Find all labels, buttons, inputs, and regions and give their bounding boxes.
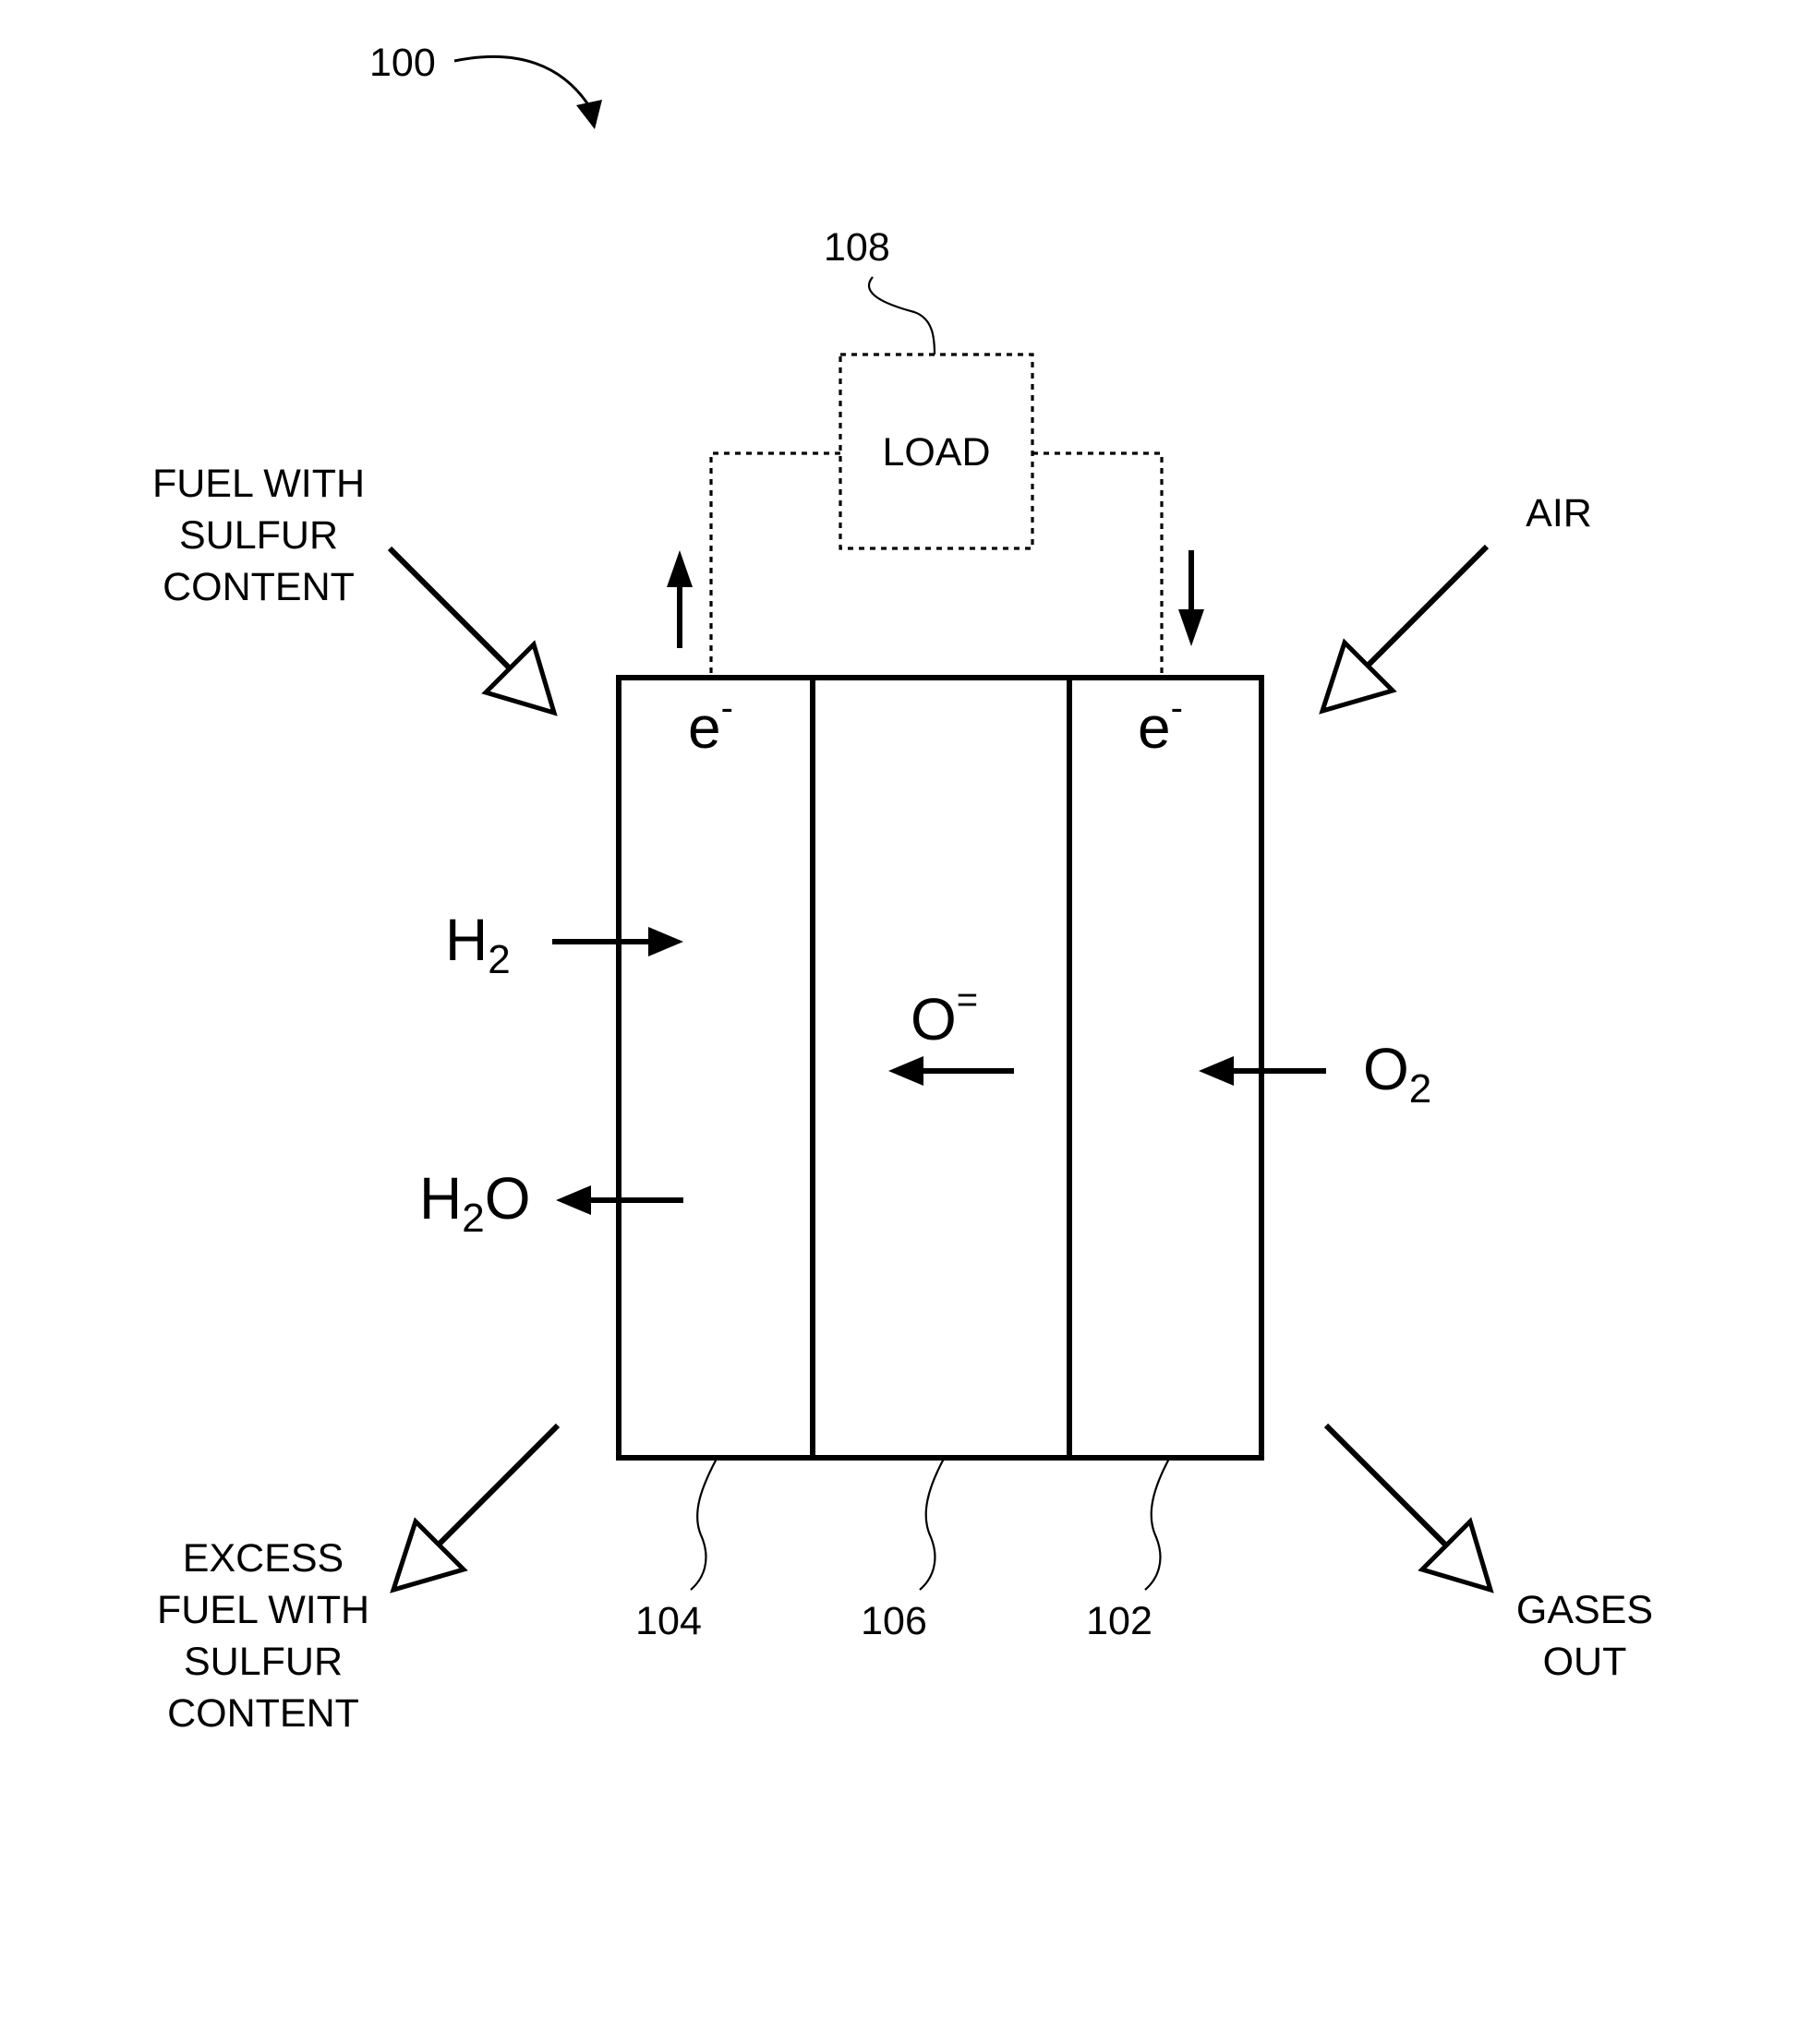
oxide-ion-label: O= xyxy=(911,980,978,1052)
excess-fuel-label-line2: FUEL WITH xyxy=(157,1588,369,1632)
oxide-ion-arrowhead xyxy=(888,1056,923,1086)
figure-ref-label: 100 xyxy=(369,41,436,85)
fuel-inlet-arrow-shaft xyxy=(390,548,510,668)
electrolyte-ref-label: 106 xyxy=(861,1599,927,1643)
circuit-wire-cathode xyxy=(1032,453,1162,678)
excess-fuel-arrow-shaft xyxy=(440,1425,558,1544)
o2-label: O2 xyxy=(1363,1036,1431,1112)
excess-fuel-label-line1: EXCESS xyxy=(183,1536,344,1581)
figure-ref-arrowhead xyxy=(576,100,602,129)
load-label: LOAD xyxy=(882,430,990,475)
h2o-label: H2O xyxy=(419,1165,530,1241)
electrolyte-ref-leader xyxy=(920,1459,944,1590)
cathode-ref-label: 102 xyxy=(1086,1599,1152,1643)
fuel-cell-body xyxy=(619,678,1261,1458)
electron-label-anode: e- xyxy=(688,688,733,761)
gases-out-arrow-shaft xyxy=(1326,1425,1446,1545)
h2o-arrowhead xyxy=(556,1185,591,1215)
anode-ref-leader xyxy=(691,1459,717,1590)
gases-out-label-line2: OUT xyxy=(1543,1640,1627,1684)
load-ref-leader xyxy=(869,277,935,355)
excess-fuel-label-line3: SULFUR xyxy=(184,1640,343,1684)
h2-label: H2 xyxy=(445,907,511,982)
fuel-inlet-label-line1: FUEL WITH xyxy=(152,462,365,506)
cathode-ref-leader xyxy=(1145,1459,1169,1590)
air-inlet-label: AIR xyxy=(1526,491,1592,535)
h2-arrowhead xyxy=(648,927,683,956)
anode-ref-label: 104 xyxy=(635,1599,702,1643)
o2-arrowhead xyxy=(1199,1056,1234,1086)
fuel-inlet-label-line2: SULFUR xyxy=(179,513,338,558)
electron-out-arrowhead xyxy=(667,550,693,587)
excess-fuel-label-line4: CONTENT xyxy=(167,1691,359,1736)
gases-out-label-line1: GASES xyxy=(1516,1588,1653,1632)
air-inlet-arrow-shaft xyxy=(1369,547,1487,665)
electron-label-cathode: e- xyxy=(1138,688,1183,761)
load-ref-label: 108 xyxy=(824,225,890,270)
circuit-wire-anode xyxy=(711,453,840,678)
figure-ref-curved-arrow xyxy=(454,56,591,109)
electron-in-arrowhead xyxy=(1178,609,1204,646)
fuel-inlet-label-line3: CONTENT xyxy=(163,565,355,609)
